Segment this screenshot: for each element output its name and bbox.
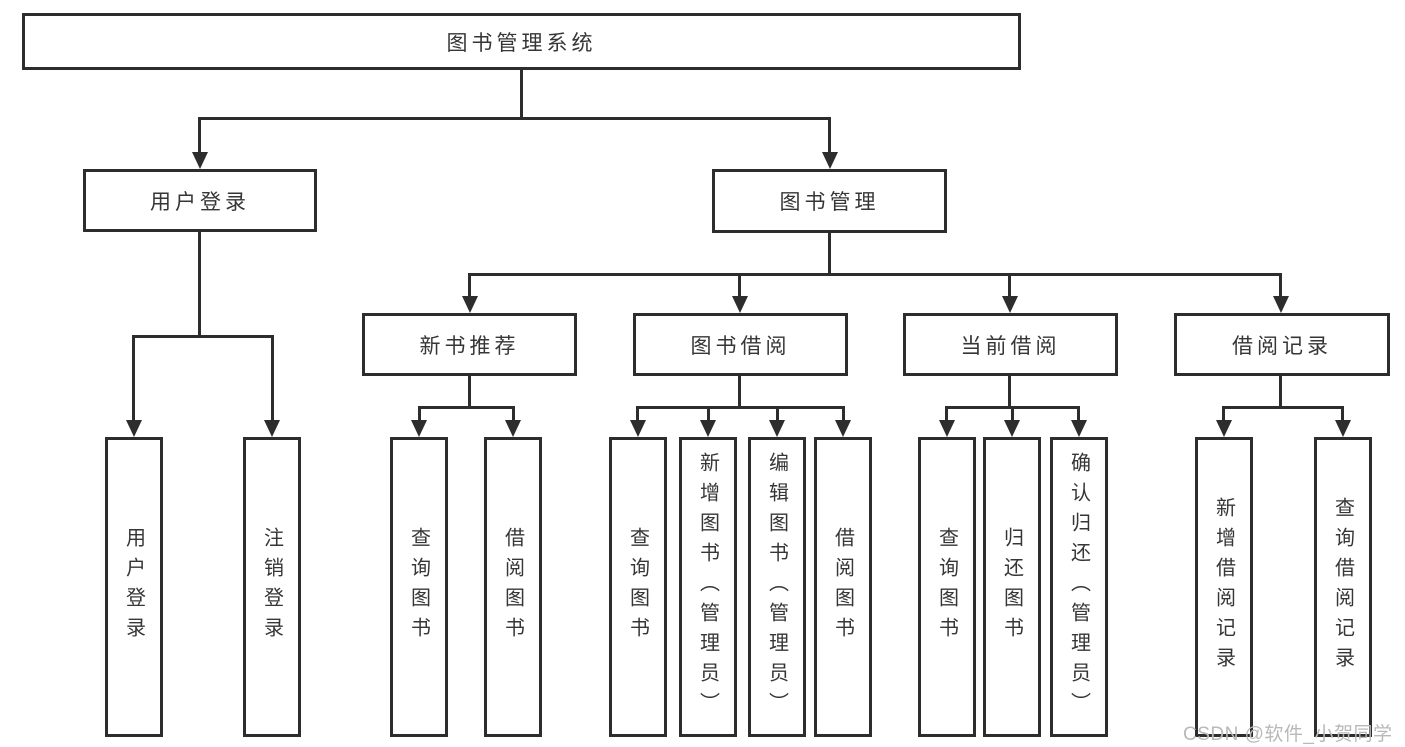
connector-level2-bus <box>198 117 831 120</box>
node-user-login: 用户登录 <box>83 169 317 232</box>
arrow-down-icon <box>700 420 716 437</box>
arrow-down-icon <box>126 420 142 437</box>
connector-user-login-stem <box>198 232 201 336</box>
arrow-down-icon <box>1335 420 1351 437</box>
connector-group-bus <box>636 406 844 409</box>
node-library-management-system: 图书管理系统 <box>22 13 1021 70</box>
arrow-down-icon <box>462 296 478 313</box>
node-book-management: 图书管理 <box>712 169 947 233</box>
connector-drop-leaf <box>1341 406 1344 421</box>
arrow-down-icon <box>630 420 646 437</box>
arrow-down-icon <box>505 420 521 437</box>
arrow-down-icon <box>1071 420 1087 437</box>
arrow-down-icon <box>1002 296 1018 313</box>
node-new-book-recommendation: 新书推荐 <box>362 313 577 376</box>
connector-book-management-stem <box>828 232 831 275</box>
connector-drop-leaf <box>707 406 710 421</box>
connector-drop-leaf <box>271 335 274 421</box>
node-borrowing-records: 借阅记录 <box>1174 313 1390 376</box>
node-leaf-borrow-books-recommend: 借阅图书 <box>484 437 542 737</box>
watermark: CSDN @软件_小贺同学 <box>1183 724 1393 745</box>
arrow-down-icon <box>939 420 955 437</box>
connector-group-stem <box>738 376 741 408</box>
node-leaf-borrow-books: 借阅图书 <box>814 437 872 737</box>
node-leaf-return-books: 归还图书 <box>983 437 1041 737</box>
connector-drop-leaf <box>945 406 948 421</box>
connector-group-stem <box>468 376 471 408</box>
connector-drop-user-login <box>198 117 201 154</box>
connector-drop-leaf <box>1077 406 1080 421</box>
node-leaf-logout: 注销登录 <box>243 437 301 737</box>
node-book-borrowing: 图书借阅 <box>633 313 848 376</box>
connector-group-bus <box>418 406 515 409</box>
connector-drop-leaf <box>418 406 421 421</box>
arrow-down-icon <box>1216 420 1232 437</box>
node-leaf-confirm-return-admin: 确认归还（管理员） <box>1050 437 1108 737</box>
connector-drop-leaf <box>132 335 135 421</box>
connector-group-bus <box>1222 406 1344 409</box>
connector-drop-leaf <box>1011 406 1014 421</box>
arrow-down-icon <box>822 152 838 169</box>
node-leaf-add-books-admin: 新增图书（管理员） <box>679 437 737 737</box>
connector-user-login-bus <box>132 335 274 338</box>
connector-drop-leaf <box>636 406 639 421</box>
connector-drop-leaf <box>842 406 845 421</box>
connector-drop-borrowing <box>738 273 741 298</box>
arrow-down-icon <box>835 420 851 437</box>
connector-group-stem <box>1008 376 1011 408</box>
connector-drop-current <box>1008 273 1011 298</box>
connector-drop-leaf <box>776 406 779 421</box>
arrow-down-icon <box>1273 296 1289 313</box>
node-leaf-query-books-recommend: 查询图书 <box>390 437 448 737</box>
connector-level3-bus <box>468 273 1282 276</box>
arrow-down-icon <box>1004 420 1020 437</box>
connector-drop-new-book <box>468 273 471 298</box>
arrow-down-icon <box>411 420 427 437</box>
connector-drop-book-management <box>828 117 831 154</box>
connector-drop-leaf <box>1222 406 1225 421</box>
arrow-down-icon <box>769 420 785 437</box>
arrow-down-icon <box>192 152 208 169</box>
connector-root-stem <box>520 69 523 119</box>
node-leaf-add-borrow-record: 新增借阅记录 <box>1195 437 1253 737</box>
connector-group-stem <box>1279 376 1282 408</box>
node-leaf-query-current: 查询图书 <box>918 437 976 737</box>
node-current-borrowing: 当前借阅 <box>903 313 1118 376</box>
arrow-down-icon <box>264 420 280 437</box>
node-leaf-query-borrow-record: 查询借阅记录 <box>1314 437 1372 737</box>
node-leaf-query-books: 查询图书 <box>609 437 667 737</box>
node-leaf-edit-books-admin: 编辑图书（管理员） <box>748 437 806 737</box>
connector-drop-records <box>1279 273 1282 298</box>
arrow-down-icon <box>732 296 748 313</box>
connector-drop-leaf <box>512 406 515 421</box>
node-leaf-user-login: 用户登录 <box>105 437 163 737</box>
